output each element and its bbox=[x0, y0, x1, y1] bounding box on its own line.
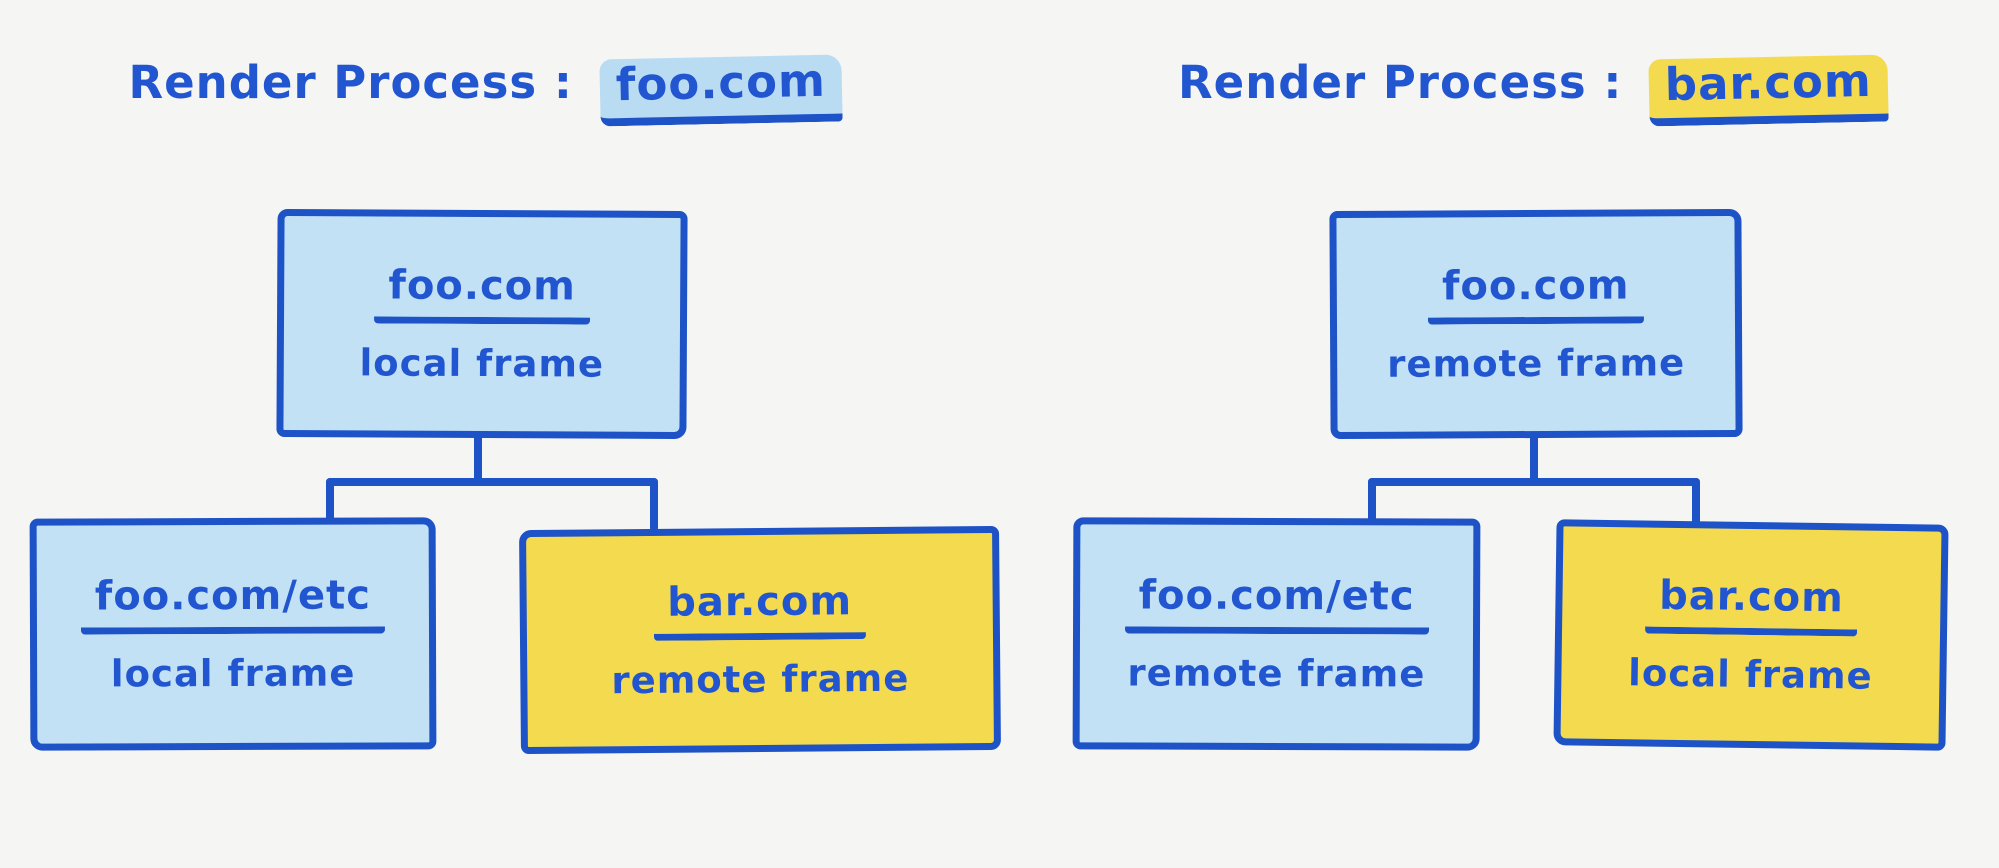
origin-label: bar.com bbox=[1644, 572, 1859, 637]
frame-type-label: remote frame bbox=[611, 656, 910, 703]
child-frame-node: foo.com/etc remote frame bbox=[1072, 517, 1481, 751]
render-process-tree-foo: Render Process : foo.com foo.com local f… bbox=[29, 48, 1001, 818]
root-frame-node: foo.com local frame bbox=[276, 208, 688, 440]
origin-label: foo.com bbox=[374, 262, 591, 325]
child-frame-node: foo.com/etc local frame bbox=[29, 517, 437, 751]
connector-stem bbox=[1530, 434, 1538, 484]
frame-type-label: local frame bbox=[110, 651, 356, 696]
frame-type-label: remote frame bbox=[1127, 651, 1426, 696]
connector-right-drop bbox=[650, 478, 658, 532]
origin-label: foo.com bbox=[1427, 262, 1644, 325]
tree-title: Render Process : bar.com bbox=[1078, 54, 1988, 127]
render-process-tree-bar: Render Process : bar.com foo.com remote … bbox=[1060, 48, 1970, 818]
connector-horizontal bbox=[326, 478, 658, 486]
tree-title-domain-highlight: bar.com bbox=[1648, 54, 1889, 127]
child-frame-node: bar.com local frame bbox=[1553, 519, 1949, 751]
connector-left-drop bbox=[1368, 478, 1376, 522]
frame-type-label: local frame bbox=[359, 341, 605, 386]
frame-type-label: remote frame bbox=[1387, 341, 1686, 386]
connector-horizontal bbox=[1368, 478, 1700, 486]
tree-title-prefix: Render Process : bbox=[1178, 56, 1623, 109]
connector-stem bbox=[474, 434, 482, 484]
connector-left-drop bbox=[326, 478, 334, 522]
tree-title-domain-highlight: foo.com bbox=[598, 54, 843, 127]
connector-right-drop bbox=[1692, 478, 1700, 526]
origin-label: bar.com bbox=[653, 578, 867, 641]
root-frame-node: foo.com remote frame bbox=[1329, 208, 1743, 440]
tree-title: Render Process : foo.com bbox=[0, 54, 970, 127]
tree-title-prefix: Render Process : bbox=[128, 56, 573, 109]
origin-label: foo.com/etc bbox=[80, 572, 385, 635]
origin-label: foo.com/etc bbox=[1124, 572, 1429, 635]
frame-type-label: local frame bbox=[1627, 651, 1874, 698]
child-frame-node: bar.com remote frame bbox=[519, 525, 1001, 755]
